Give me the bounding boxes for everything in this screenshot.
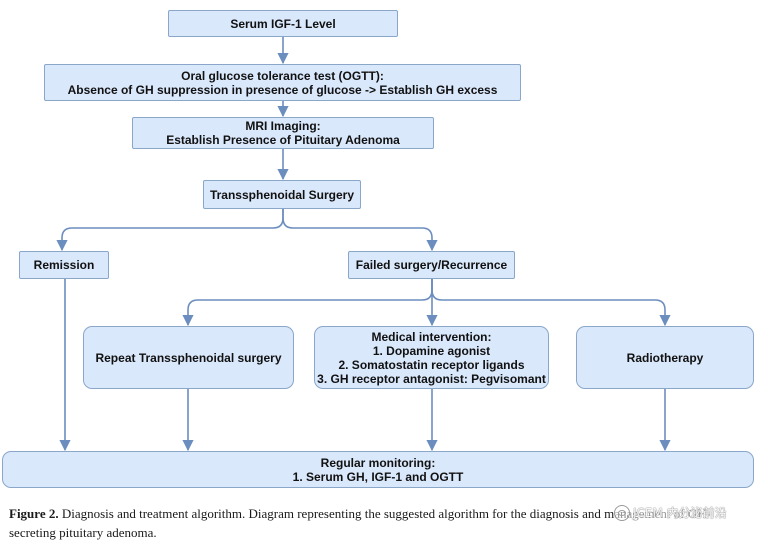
node-transsphenoidal-surgery: Transsphenoidal Surgery [203,180,361,209]
watermark-text: JCEM 内分泌前沿 [633,506,727,520]
node-ogtt: Oral glucose tolerance test (OGTT):Absen… [44,64,521,101]
node-text-line: Absence of GH suppression in presence of… [67,82,498,97]
node-text-line: Oral glucose tolerance test (OGTT): [181,68,384,83]
node-text-line: 3. GH receptor antagonist: Pegvisomant [317,371,546,386]
node-radiotherapy: Radiotherapy [576,326,754,389]
node-remission: Remission [19,251,109,279]
node-text-line: 1. Dopamine agonist [372,343,491,358]
node-mri-imaging: MRI Imaging:Establish Presence of Pituit… [132,117,434,149]
node-text-line: Failed surgery/Recurrence [355,258,508,272]
node-text-line: 1. Serum GH, IGF-1 and OGTT [292,469,464,484]
node-text-line: Remission [33,258,95,272]
edge-failed-to-repeat [182,279,433,327]
watermark: JCEM 内分泌前沿 [614,503,754,522]
node-text-line: Transsphenoidal Surgery [209,187,355,202]
chat-bubble-icon [614,504,630,521]
node-repeat-surgery: Repeat Transsphenoidal surgery [83,326,294,389]
node-serum-igf1: Serum IGF-1 Level [168,10,398,37]
node-text-line: Establish Presence of Pituitary Adenoma [166,133,400,147]
node-text-line: Radiotherapy [626,350,704,365]
caption-text: Diagnosis and treatment algorithm. Diagr… [9,506,711,540]
node-regular-monitoring: Regular monitoring:1. Serum GH, IGF-1 an… [2,451,754,488]
node-failed-surgery-recurrence: Failed surgery/Recurrence [348,251,515,279]
node-text-line: 2. Somatostatin receptor ligands [338,357,525,372]
figure-caption: Figure 2. Diagnosis and treatment algori… [9,504,754,542]
node-text-line: Repeat Transsphenoidal surgery [95,350,282,365]
edge-failed-to-radiotherapy [431,279,671,327]
node-text-line: Serum IGF-1 Level [230,16,336,31]
edge-surgery-to-remission [56,209,284,252]
edge-surgery-to-failed [282,209,438,252]
node-text-line: Regular monitoring: [320,455,436,470]
caption-label: Figure 2. [9,506,59,521]
node-text-line: MRI Imaging: [245,119,321,133]
node-medical-intervention: Medical intervention:1. Dopamine agonist… [314,326,549,389]
node-text-line: Medical intervention: [371,329,492,344]
